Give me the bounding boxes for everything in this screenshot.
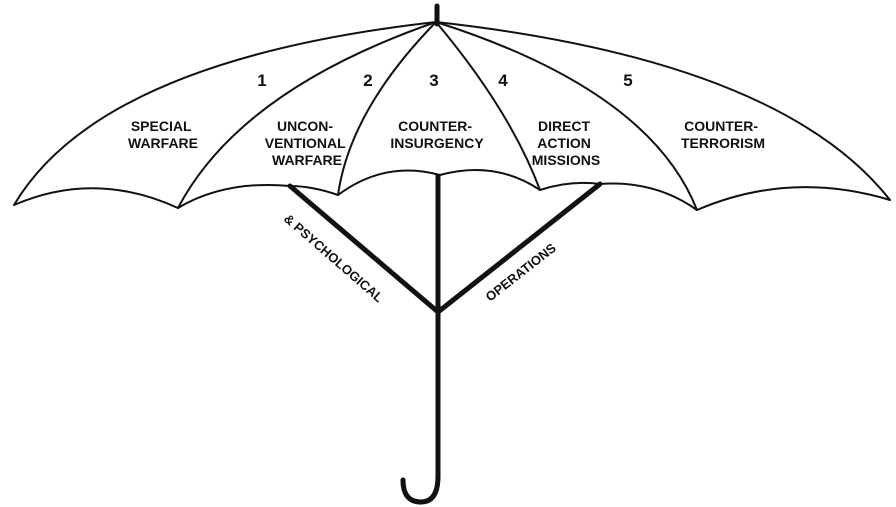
panel-number-3: 3: [429, 71, 438, 90]
umbrella-handle: [400, 473, 441, 505]
panel-label-direct-action-missions: DIRECT ACTION MISSIONS: [532, 118, 600, 168]
canopy-rib: [177, 21, 437, 209]
panel-label-unconventional-warfare: UNCON- VENTIONAL WARFARE: [265, 118, 350, 168]
canopy-rib: [435, 21, 541, 191]
panel-number-2: 2: [363, 71, 372, 90]
panel-label-counterinsurgency: COUNTER- INSURGENCY: [390, 118, 484, 151]
panel-number-4: 4: [498, 71, 508, 90]
canopy-scallops: [13, 169, 891, 211]
strut-left: [287, 183, 441, 315]
panel-label-counterterrorism: COUNTER- TERRORISM: [681, 118, 765, 151]
panel-label-special-warfare: SPECIAL WARFARE: [128, 118, 198, 151]
panel-number-5: 5: [623, 71, 632, 90]
strut-right: [435, 181, 603, 315]
canopy-rib: [337, 21, 437, 196]
canopy-rib: [435, 21, 698, 211]
panel-number-1: 1: [257, 71, 266, 90]
canopy-outline: [13, 21, 891, 206]
